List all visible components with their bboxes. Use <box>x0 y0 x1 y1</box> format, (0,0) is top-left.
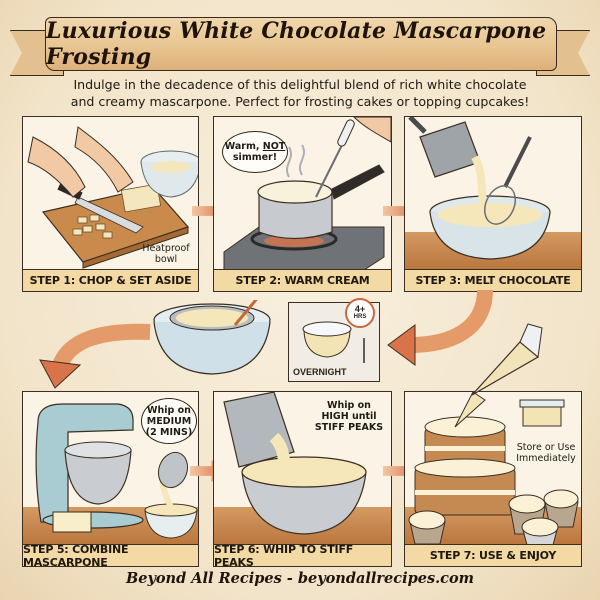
whip-high-note: Whip on HIGH until STIFF PEAKS <box>314 400 384 433</box>
ice-bath-bowl-illustration <box>153 300 271 375</box>
footer-credit: Beyond All Recipes - beyondallrecipes.co… <box>125 570 475 587</box>
step-3-panel: STEP 3: MELT CHOCOLATE <box>404 116 582 292</box>
step-1-label: STEP 1: CHOP & SET ASIDE <box>23 269 198 291</box>
store-or-use-note: Store or Use Immediately <box>511 442 581 464</box>
piping-bag-icon <box>471 323 543 396</box>
warm-not-simmer-bubble: Warm, NOT simmer! <box>222 131 288 173</box>
step-1-panel: Heatproof bowl STEP 1: CHOP & SET ASIDE <box>22 116 199 292</box>
bubble-text-3: (2 MINS) <box>145 426 193 438</box>
bubble-text-2: MEDIUM <box>146 415 192 427</box>
heatproof-bowl-note: Heatproof bowl <box>142 243 190 265</box>
note-text-2: HIGH until <box>321 411 377 422</box>
note-text-1: Store or Use <box>516 442 576 453</box>
step-5-label: STEP 5: COMBINE MASCARPONE <box>23 543 198 566</box>
warm-cream-illustration <box>223 117 391 270</box>
curved-arrow-step4-to-5-icon <box>39 323 151 389</box>
overnight-label: OVERNIGHT <box>293 367 347 377</box>
note-text-3: STIFF PEAKS <box>314 422 384 433</box>
curved-arrow-step3-to-4-icon <box>387 290 493 366</box>
step-3-label: STEP 3: MELT CHOCOLATE <box>405 269 581 291</box>
bubble-text-1: Warm, <box>224 141 263 152</box>
step-6-label: STEP 6: WHIP TO STIFF PEAKS <box>214 543 391 566</box>
title-ribbon: Luxurious White Chocolate Mascarpone Fro… <box>45 17 557 71</box>
timer-unit: HRS <box>353 314 367 320</box>
step-7-label: STEP 7: USE & ENJOY <box>405 544 581 566</box>
timer-value: 4+ <box>354 304 366 314</box>
page-title: Luxurious White Chocolate Mascarpone Fro… <box>46 18 547 70</box>
timer-badge: 4+ HRS <box>345 298 375 328</box>
whip-medium-bubble: Whip on MEDIUM (2 MINS) <box>141 398 197 444</box>
bubble-text-2: simmer! <box>232 152 278 163</box>
stand-mixer-illustration <box>35 403 198 539</box>
step-2-panel: Warm, NOT simmer! STEP 2: WARM CREAM <box>213 116 392 292</box>
bubble-text-1: Whip on <box>147 404 191 416</box>
step-2-label: STEP 2: WARM CREAM <box>214 269 391 291</box>
bubble-emphasis: NOT <box>262 141 286 152</box>
fridge-box: 4+ HRS OVERNIGHT <box>288 298 380 382</box>
step-5-panel: Whip on MEDIUM (2 MINS) STEP 5: COMBINE … <box>22 391 199 567</box>
whip-peaks-illustration <box>223 392 367 535</box>
step-7-panel: Store or Use Immediately STEP 7: USE & E… <box>404 391 582 567</box>
fridge-bowl-icon <box>302 321 365 363</box>
step-6-panel: Whip on HIGH until STIFF PEAKS STEP 6: W… <box>213 391 392 567</box>
note-text-2: Immediately <box>516 453 576 464</box>
page-subtitle: Indulge in the decadence of this delight… <box>70 77 530 109</box>
chopping-illustration <box>27 126 198 269</box>
note-text-1: Whip on <box>327 400 371 411</box>
melt-chocolate-illustration <box>408 117 551 260</box>
cake-cupcakes-illustration <box>408 392 579 545</box>
